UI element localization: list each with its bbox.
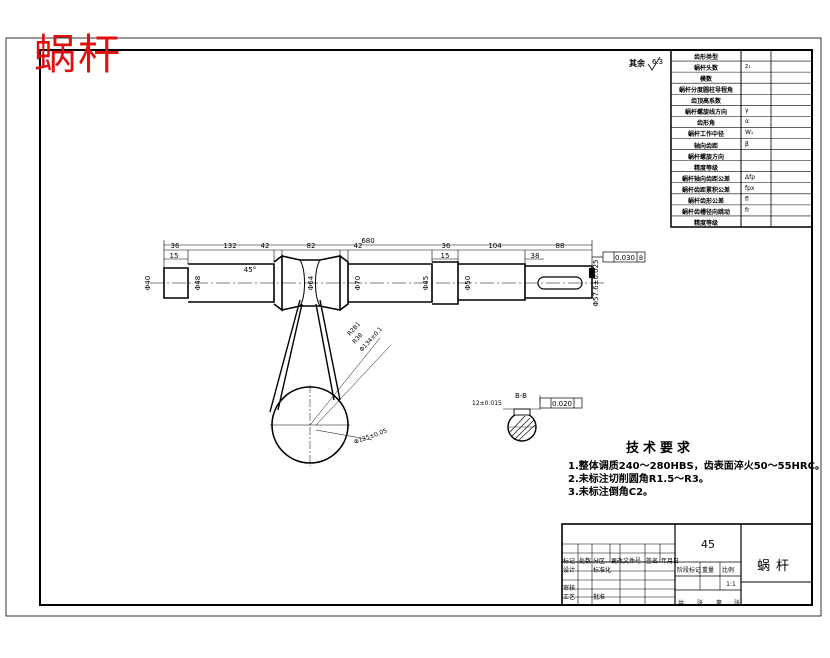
tech-item-1: 1.整体调质240～280HBS，齿表面淬火50～55HRC。	[568, 461, 825, 472]
section-label: B-B	[515, 392, 527, 400]
surface-value-text: 6.3	[652, 58, 664, 66]
dim-dia-3: Φ64	[307, 275, 315, 290]
param-label: 模数	[699, 76, 712, 84]
title-block-label: 第	[716, 600, 723, 607]
title-block-label: 工艺	[563, 594, 576, 601]
watermark-title: 蜗杆	[34, 30, 123, 79]
tech-heading: 技术要求	[626, 441, 695, 456]
title-block-label: 标准化	[593, 567, 612, 574]
tolerance-frame-1	[592, 251, 646, 263]
end-hatch	[589, 268, 595, 278]
tech-item-3: 3.未标注倒角C2。	[568, 487, 654, 498]
tech-item-2: 2.未标注切削圆角R1.5～R3。	[568, 474, 709, 485]
params-table	[670, 49, 813, 228]
dim-length-10: 15	[441, 252, 450, 260]
dim-length-11: 38	[531, 252, 540, 260]
dim-dia-7: Φ57.6±0.025	[592, 259, 600, 306]
dimension-lines	[163, 240, 593, 268]
title-block-label: 批准	[593, 594, 606, 601]
dimension-texts: 680 36 132 42 82 42 36 104 88 15 15 38 4…	[144, 237, 600, 307]
param-label: 蜗杆分度圆柱导程角	[678, 87, 733, 95]
param-label: 蜗杆轴向齿距公差	[681, 175, 730, 183]
param-label: 蜗杆螺旋线方向	[684, 109, 727, 117]
tolerance-value-2: 0.020	[552, 400, 572, 408]
section-bb	[503, 395, 583, 442]
surface-roughness-mark	[647, 56, 661, 71]
material-text: 45	[701, 538, 715, 551]
keyway	[537, 276, 583, 290]
title-block-label: 标记	[563, 558, 576, 565]
param-label: 齿顶高系数	[690, 98, 721, 106]
title-block-label: 张	[697, 600, 704, 607]
dim-dia-2: Φ48	[194, 276, 202, 290]
title-block	[561, 523, 813, 606]
param-label: 齿形类型	[693, 54, 718, 61]
param-label: 轴向齿距	[693, 142, 718, 150]
surface-mark-text: 其余	[629, 59, 645, 68]
shaft-left-end	[163, 267, 189, 299]
dim-length-1: 36	[171, 242, 180, 250]
param-value: fr	[745, 206, 750, 214]
dim-dia-1: Φ40	[144, 276, 152, 290]
title-block-label: 重量	[702, 567, 715, 574]
dim-length-2: 132	[223, 242, 236, 250]
drawing-frame	[39, 49, 813, 606]
dim-length-9: 15	[170, 252, 179, 260]
title-block-label: 张	[734, 600, 741, 607]
param-value: W₁	[745, 129, 754, 137]
title-block-label: 处数	[579, 558, 592, 565]
trim-border	[5, 37, 822, 617]
param-value: Δfp	[745, 173, 756, 181]
dim-length-3: 42	[261, 242, 270, 250]
datum-letter: B	[639, 255, 643, 262]
title-block-label: 共	[678, 600, 685, 607]
param-label: 蜗杆齿形公差	[687, 197, 724, 205]
dim-length-5: 42	[354, 242, 363, 250]
worm-profile-view	[269, 299, 391, 466]
dim-length-7: 104	[488, 242, 502, 250]
scale-text: 1:1	[726, 581, 736, 588]
dim-length-8: 88	[556, 242, 565, 250]
title-block-label: 审核	[563, 585, 576, 592]
shaft-key-end	[525, 265, 593, 299]
dim-angle: 45°	[244, 266, 256, 274]
param-value: γ	[745, 107, 749, 115]
param-label: 蜗杆螺旋方向	[687, 153, 724, 161]
dim-dia-5: Φ45	[422, 276, 430, 290]
param-label: 精度等级	[693, 219, 718, 227]
dim-length-4: 82	[307, 242, 316, 250]
dim-dia-4: Φ70	[354, 276, 362, 290]
param-value: fl	[745, 195, 749, 203]
param-label: 齿形角	[696, 120, 715, 128]
param-value: α	[745, 118, 749, 126]
keyway-tolerance: 12±0.015	[472, 400, 502, 407]
part-name-text: 蜗杆	[757, 558, 795, 574]
param-value: β	[745, 140, 749, 148]
title-block-label: 设计	[563, 567, 576, 574]
param-value: z₁	[745, 63, 751, 71]
title-block-label: 比例	[722, 567, 735, 574]
param-label: 蜗杆工作中径	[687, 131, 724, 139]
title-block-label: 分区	[593, 558, 606, 565]
param-label: 蜗杆齿距累积公差	[681, 186, 730, 194]
dim-dia-6: Φ50	[464, 276, 472, 290]
dim-overall-length: 680	[361, 237, 374, 245]
tolerance-value-1: 0.030	[615, 254, 635, 262]
title-block-label: 年月日	[661, 558, 680, 565]
dim-length-6: 36	[442, 242, 451, 250]
param-label: 蜗杆头数	[693, 65, 718, 73]
title-block-label: 更改文件号	[611, 558, 642, 565]
shaft-right	[458, 263, 526, 301]
title-block-label: 签名	[646, 558, 659, 565]
param-value: fpx	[745, 184, 755, 192]
param-label: 精度等级	[693, 164, 718, 172]
title-block-label: 阶段标记	[677, 567, 702, 574]
param-label: 蜗杆齿槽径向跳动	[681, 208, 730, 216]
